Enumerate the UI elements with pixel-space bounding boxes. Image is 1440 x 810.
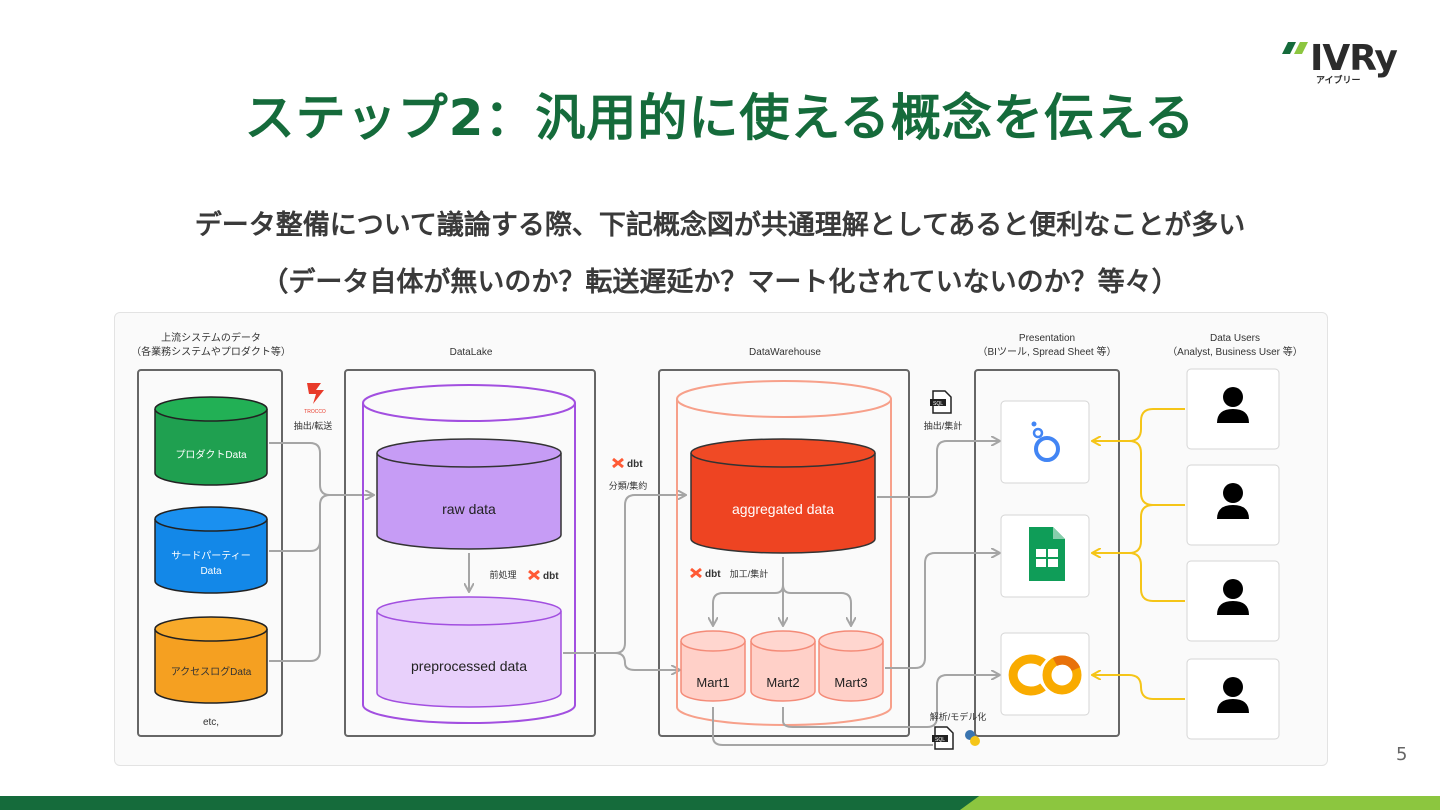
footer-bar-dark xyxy=(0,796,1000,810)
logo-kana: アイブリー xyxy=(1316,76,1361,86)
preprocessed-data-cylinder: preprocessed data xyxy=(376,596,562,708)
datalake-cylinder xyxy=(362,384,576,724)
dbt-icon: dbt xyxy=(612,457,643,470)
google-sheets-card[interactable] xyxy=(1000,514,1090,598)
user-card-1 xyxy=(1186,368,1280,450)
dbt-icon: dbt xyxy=(690,567,721,580)
product-data-cylinder: プロダクトData xyxy=(154,396,268,486)
svg-text:SQL: SQL xyxy=(935,737,945,743)
extract-transfer-label: 抽出/転送 xyxy=(294,420,333,431)
looker-studio-card[interactable] xyxy=(1000,400,1090,484)
arrow-user1-to-looker xyxy=(1093,408,1185,441)
colab-icon xyxy=(1008,654,1082,696)
arrow-mart2-to-colab xyxy=(782,675,999,728)
page-title: ステップ2：汎用的に使える概念を伝える xyxy=(244,89,1196,147)
third-party-data-cylinder: サードパーティー Data xyxy=(154,506,268,594)
user-icon xyxy=(1217,579,1249,615)
looker-studio-icon xyxy=(1031,421,1060,462)
third-party-label-1: サードパーティー xyxy=(171,550,250,562)
mart1-label: Mart1 xyxy=(696,675,729,690)
colab-card[interactable] xyxy=(1000,632,1090,716)
upstream-title: 上流システムのデータ xyxy=(161,331,261,344)
raw-data-label: raw data xyxy=(442,501,496,517)
presentation-title: Presentation xyxy=(1019,333,1075,344)
user-card-3 xyxy=(1186,560,1280,642)
svg-text:TROCCO: TROCCO xyxy=(304,409,326,415)
datawarehouse-box xyxy=(658,369,910,737)
users-title: Data Users xyxy=(1210,333,1260,344)
svg-text:dbt: dbt xyxy=(705,569,721,580)
user-card-4 xyxy=(1186,658,1280,740)
sql-file-icon: SQL xyxy=(932,726,954,750)
datawarehouse-title: DataWarehouse xyxy=(749,347,821,358)
arrow-to-mart1 xyxy=(713,557,784,625)
upstream-box xyxy=(137,369,283,737)
user-icon xyxy=(1217,483,1249,519)
footer-bar-light xyxy=(960,796,1440,810)
presentation-subtitle: （BIツール, Spread Sheet 等） xyxy=(978,345,1117,358)
arrow-user3-to-sheets xyxy=(1128,552,1185,602)
logo-text: IVRy xyxy=(1310,38,1398,79)
arrow-aggregated-to-looker xyxy=(877,441,999,498)
dbt-icon: dbt xyxy=(528,569,559,582)
sql-file-icon: SQL xyxy=(930,390,952,414)
svg-text:SQL: SQL xyxy=(933,401,943,407)
svg-text:dbt: dbt xyxy=(627,459,643,470)
users-subtitle: （Analyst, Business User 等） xyxy=(1167,345,1303,358)
ivry-logo: IVRy アイブリー xyxy=(1282,38,1412,88)
user-icon xyxy=(1217,387,1249,423)
python-icon xyxy=(965,730,980,746)
data-architecture-diagram: 上流システムのデータ （各業務システムやプロダクト等） DataLake Dat… xyxy=(114,312,1328,766)
user-card-2 xyxy=(1186,464,1280,546)
arrow-preprocessed-to-aggregated xyxy=(563,495,685,654)
aggregated-data-label: aggregated data xyxy=(732,501,834,517)
analysis-model-label: 解析/モデル化 xyxy=(930,711,987,722)
preprocessed-data-label: preprocessed data xyxy=(411,658,527,674)
access-log-label: アクセスログData xyxy=(171,665,252,678)
arrow-product-to-raw xyxy=(269,442,373,495)
upstream-subtitle: （各業務システムやプロダクト等） xyxy=(131,345,291,358)
subtitle-line-1: データ整備について議論する際、下記概念図が共通理解としてあると便利なことが多い xyxy=(194,210,1246,241)
raw-data-cylinder: raw data xyxy=(376,438,562,550)
process-aggregate-label: 加工/集計 xyxy=(730,568,769,579)
sources-etc: etc, xyxy=(203,717,219,728)
mart2-cylinder: Mart2 xyxy=(750,630,816,702)
datalake-title: DataLake xyxy=(450,347,493,358)
datalake-box xyxy=(344,369,596,737)
access-log-data-cylinder: アクセスログData xyxy=(154,616,268,704)
extract-aggregate-label: 抽出/集計 xyxy=(924,420,963,431)
mart1-cylinder: Mart1 xyxy=(680,630,746,702)
trocco-icon: TROCCO xyxy=(304,383,326,415)
arrow-mart3-to-sheets xyxy=(885,553,999,669)
arrow-user2-to-sheets xyxy=(1093,504,1154,553)
classify-aggregate-label: 分類/集約 xyxy=(609,480,648,491)
subtitle-line-2: （データ自体が無いのか？転送遅延か？マート化されていないのか？等々） xyxy=(261,267,1179,298)
arrow-user2-to-looker xyxy=(1128,440,1185,506)
logo-stripes-icon xyxy=(1282,42,1308,54)
page-number: 5 xyxy=(1396,744,1408,765)
arrow-to-mart3 xyxy=(782,584,851,625)
mart3-cylinder: Mart3 xyxy=(818,630,884,702)
google-sheets-icon xyxy=(1029,527,1065,581)
user-icon xyxy=(1217,677,1249,713)
third-party-label-2: Data xyxy=(200,566,222,577)
aggregated-data-cylinder: aggregated data xyxy=(690,438,876,554)
arrow-user4-to-colab xyxy=(1093,675,1185,700)
mart2-label: Mart2 xyxy=(766,675,799,690)
preprocess-label: 前処理 xyxy=(489,569,516,580)
svg-text:dbt: dbt xyxy=(543,571,559,582)
arrow-mart1-to-analysis xyxy=(712,707,933,746)
mart3-label: Mart3 xyxy=(834,675,867,690)
arrow-accesslog-to-raw xyxy=(269,505,321,662)
arrow-preprocessed-to-marts xyxy=(614,652,679,670)
product-data-label: プロダクトData xyxy=(175,448,247,461)
